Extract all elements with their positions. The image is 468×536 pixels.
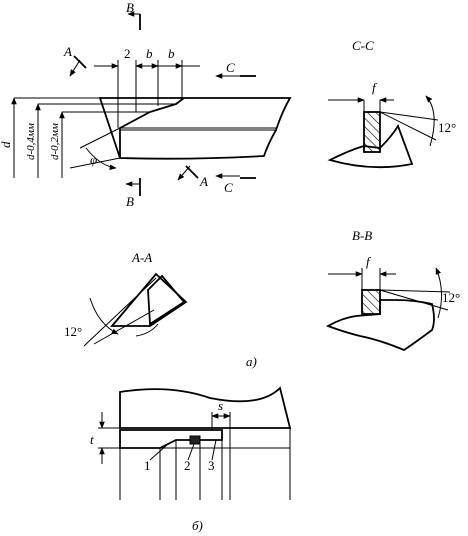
caption-b: б) xyxy=(192,518,203,533)
label-A-top: A xyxy=(63,44,72,59)
section-AA: A-A 12° xyxy=(64,250,188,347)
section-BB-body xyxy=(325,299,435,352)
dim-2-label: 2 xyxy=(124,46,131,61)
cut-zone-hatch xyxy=(119,129,277,160)
section-AA-title: A-A xyxy=(131,250,152,265)
part-1-label: 1 xyxy=(144,458,151,473)
section-CC-angle-label: 12° xyxy=(438,120,456,135)
dim-b2-label: b xyxy=(168,46,175,61)
dim-d-label: d xyxy=(0,141,13,148)
dim-s-label: s xyxy=(218,398,223,413)
label-A-bottom: A xyxy=(199,174,208,189)
section-CC: C-C f 12° xyxy=(327,38,456,169)
section-BB-angle-label: 12° xyxy=(442,290,460,305)
section-BB-tool xyxy=(361,289,381,315)
section-BB-f-label: f xyxy=(366,254,372,269)
part-2-label: 2 xyxy=(184,458,191,473)
label-B-bottom: B xyxy=(126,194,134,209)
section-CC-title: C-C xyxy=(352,38,374,53)
figure-b-workpiece xyxy=(119,386,292,429)
section-CC-f-label: f xyxy=(372,80,378,95)
caption-a: а) xyxy=(246,354,257,369)
angle-phi-label: φ xyxy=(90,152,97,167)
section-CC-tool xyxy=(363,111,381,153)
label-C-bottom: C xyxy=(224,180,233,195)
dim-d04-label: d-0,4мм xyxy=(25,123,37,160)
dim-d02-label: d-0,2мм xyxy=(49,123,61,160)
label-C-top: C xyxy=(226,60,235,75)
section-BB: B-B f 12° xyxy=(325,228,460,352)
figure-b-insert xyxy=(189,435,201,445)
label-B-top: B xyxy=(126,0,134,15)
section-CC-body xyxy=(327,123,414,169)
section-AA-angle-label: 12° xyxy=(64,324,82,339)
dim-t-label: t xyxy=(90,432,94,447)
dim-b1-label: b xyxy=(146,46,153,61)
main-view: B B A A C C 2 b b d d-0,4мм d-0,2мм φ xyxy=(0,0,292,209)
figure-b: t s 1 2 3 xyxy=(90,386,292,500)
part-3-label: 3 xyxy=(208,458,215,473)
figure-b-strip xyxy=(119,429,223,449)
section-BB-title: B-B xyxy=(352,228,372,243)
